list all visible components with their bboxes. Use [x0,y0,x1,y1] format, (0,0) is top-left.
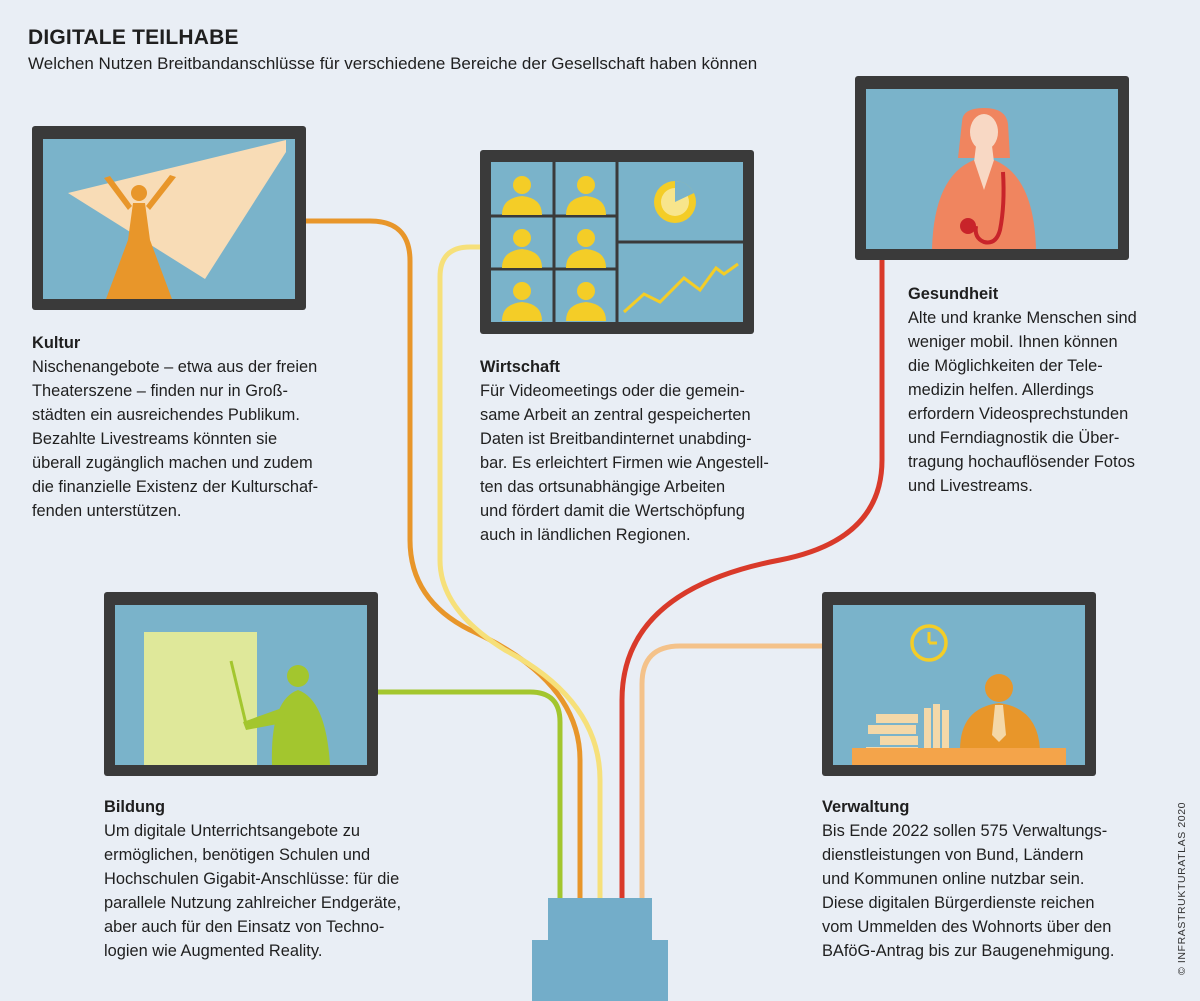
text-line: die finanzielle Existenz der Kulturschaf… [32,478,319,496]
line-chart-icon [622,262,739,314]
desk [852,748,1066,765]
text-line: ermöglichen, benötigen Schulen und [104,846,371,864]
cable-wirtschaft [437,244,603,903]
text-line: Theaterszene – finden nur in Groß- [32,382,289,400]
pie-chart-icon [654,180,696,223]
section-heading: Verwaltung [822,798,910,816]
text-line: parallele Nutzung zahlreicher Endgeräte, [104,894,402,912]
text-line: und Livestreams. [908,477,1033,495]
text-line: same Arbeit an zentral gespeicherten [480,406,751,424]
text-line: Bis Ende 2022 sollen 575 Verwaltungs- [822,822,1108,840]
text-line: Für Videomeetings oder die gemein- [480,382,745,400]
text-line: weniger mobil. Ihnen können [908,333,1118,351]
stethoscope-icon [960,171,1006,245]
text-line: logien wie Augmented Reality. [104,942,323,960]
text-line: Um digitale Unterrichtsangebote zu [104,822,361,840]
text-line: vom Ummelden des Wohnorts über den [822,918,1112,936]
text-line: aber auch für den Einsatz von Techno- [104,918,385,936]
singer-figure [104,175,176,299]
spotlight-beam [68,140,286,279]
cable-gesundheit [619,257,885,903]
monitor-verwaltung [822,592,1096,776]
monitor-wirtschaft [480,150,754,334]
text-line: und Kommunen online nutzbar sein. [822,870,1085,888]
clock-icon [910,624,948,662]
text-line: Hochschulen Gigabit-Anschlüsse: für die [104,870,400,888]
text-line: erfordern Videosprechstunden [908,405,1129,423]
page-subtitle: Welchen Nutzen Breitbandanschlüsse für v… [28,54,758,73]
video-participants [502,176,606,321]
text-line: und fördert damit die Wertschöpfung [480,502,745,520]
section-kultur: Kultur Nischenangebote – etwa aus der fr… [32,331,318,523]
text-line: Alte und kranke Menschen sind [908,309,1137,327]
section-heading: Gesundheit [908,285,999,303]
whiteboard [144,632,257,765]
text-line: dienstleistungen von Bund, Ländern [822,846,1084,864]
clerk-figure [960,674,1040,750]
section-heading: Bildung [104,798,165,816]
page-title: DIGITALE TEILHABE [28,26,239,49]
teacher-figure [243,665,330,765]
pointer-stick [229,660,248,725]
section-bildung: Bildung Um digitale Unterrichtsangebote … [104,795,401,963]
text-line: Daten ist Breitbandinternet unabding- [480,430,752,448]
text-line: Nischenangebote – etwa aus der freien [32,358,318,376]
cable-kultur [303,218,583,903]
text-line: auch in ländlichen Regionen. [480,526,691,544]
broadband-hub [532,898,668,1001]
copyright-credit: © INFRASTRUKTURATLAS 2020 [1176,801,1188,975]
section-verwaltung: Verwaltung Bis Ende 2022 sollen 575 Verw… [822,795,1114,963]
cable-verwaltung [639,643,826,903]
text-line: städten ein ausreichendes Publikum. [32,406,300,424]
section-gesundheit: Gesundheit Alte und kranke Menschen sind… [908,282,1137,498]
text-line: und Ferndiagnostik die Über- [908,429,1120,447]
monitor-bildung [104,592,378,776]
text-line: medizin helfen. Allerdings [908,381,1094,399]
section-heading: Wirtschaft [480,358,560,376]
text-line: die Möglichkeiten der Tele- [908,357,1103,375]
section-wirtschaft: Wirtschaft Für Videomeetings oder die ge… [480,355,769,547]
cable-bildung [374,689,563,903]
text-line: BAföG-Antrag bis zur Baugenehmigung. [822,942,1115,960]
text-line: tragung hochauflösender Fotos [908,453,1135,471]
monitor-gesundheit [855,76,1129,260]
text-line: fenden unterstützen. [32,502,182,520]
text-line: überall zugänglich machen und zudem [32,454,313,472]
text-line: ten das ortsunabhängige Arbeiten [480,478,726,496]
text-line: Bezahlte Livestreams könnten sie [32,430,278,448]
doctor-figure [932,108,1036,249]
cables [303,218,885,903]
monitor-kultur [32,126,306,310]
section-heading: Kultur [32,334,81,352]
text-line: Diese digitalen Bürgerdienste reichen [822,894,1095,912]
text-line: bar. Es erleichtert Firmen wie Angestell… [480,454,769,472]
